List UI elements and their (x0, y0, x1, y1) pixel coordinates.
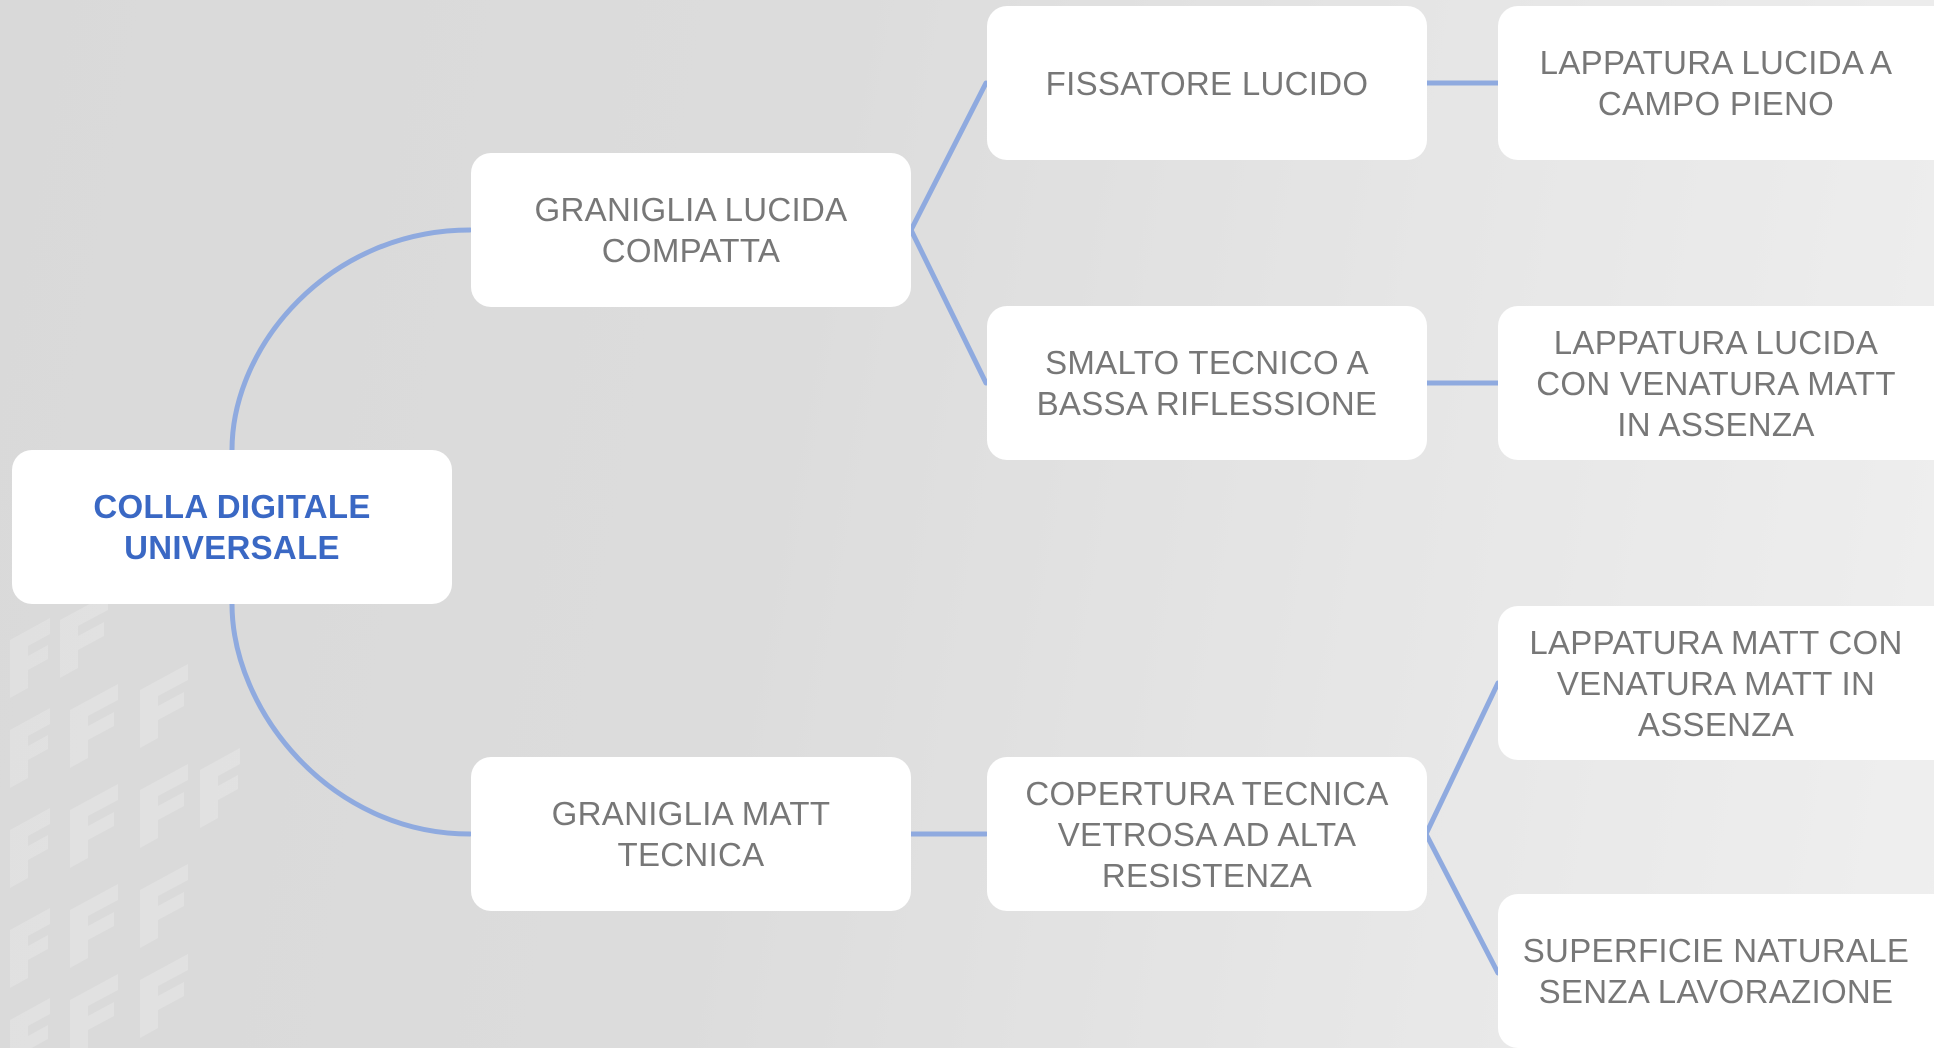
node-label: COPERTURA TECNICA VETROSA AD ALTA RESIST… (1025, 774, 1389, 894)
node-label: FISSATORE LUCIDO (1045, 64, 1369, 102)
node-lappatura-lucida-campo-pieno: LAPPATURA LUCIDA A CAMPO PIENO (1498, 6, 1934, 160)
node-label: LAPPATURA LUCIDA A CAMPO PIENO (1539, 44, 1893, 122)
node-fissatore-lucido: FISSATORE LUCIDO (987, 6, 1427, 160)
connector-copertura-to-lappatura-matt (1423, 680, 1501, 837)
node-label: SUPERFICIE NATURALE SENZA LAVORAZIONE (1522, 932, 1910, 1010)
node-graniglia-lucida-compatta: GRANIGLIA LUCIDA COMPATTA (471, 153, 911, 307)
node-copertura-tecnica-vetrosa: COPERTURA TECNICA VETROSA AD ALTA RESIST… (987, 757, 1427, 911)
root-node-label: COLLA DIGITALE UNIVERSALE (93, 488, 371, 566)
connector-root-to-graniglia-matt (229, 601, 473, 837)
node-graniglia-matt-tecnica: GRANIGLIA MATT TECNICA (471, 757, 911, 911)
node-label: GRANIGLIA LUCIDA COMPATTA (534, 191, 848, 269)
node-smalto-tecnico: SMALTO TECNICO A BASSA RIFLESSIONE (987, 306, 1427, 460)
node-label: SMALTO TECNICO A BASSA RIFLESSIONE (1036, 344, 1378, 422)
node-label: LAPPATURA MATT CON VENATURA MATT IN ASSE… (1529, 623, 1903, 743)
node-lappatura-matt-venatura-matt: LAPPATURA MATT CON VENATURA MATT IN ASSE… (1498, 606, 1934, 760)
node-superficie-naturale: SUPERFICIE NATURALE SENZA LAVORAZIONE (1498, 894, 1934, 1048)
node-label: LAPPATURA LUCIDA CON VENATURA MATT IN AS… (1536, 323, 1896, 443)
connector-root-to-graniglia-lucida (229, 227, 473, 453)
connector-graniglia-lucida-to-smalto (908, 227, 989, 386)
node-lappatura-lucida-venatura-matt: LAPPATURA LUCIDA CON VENATURA MATT IN AS… (1498, 306, 1934, 460)
root-node: COLLA DIGITALE UNIVERSALE (12, 450, 452, 604)
watermark-pattern (10, 600, 240, 1048)
connector-copertura-to-superficie-naturale (1423, 831, 1501, 976)
connector-graniglia-lucida-to-fissatore (908, 80, 989, 233)
node-label: GRANIGLIA MATT TECNICA (551, 795, 831, 873)
